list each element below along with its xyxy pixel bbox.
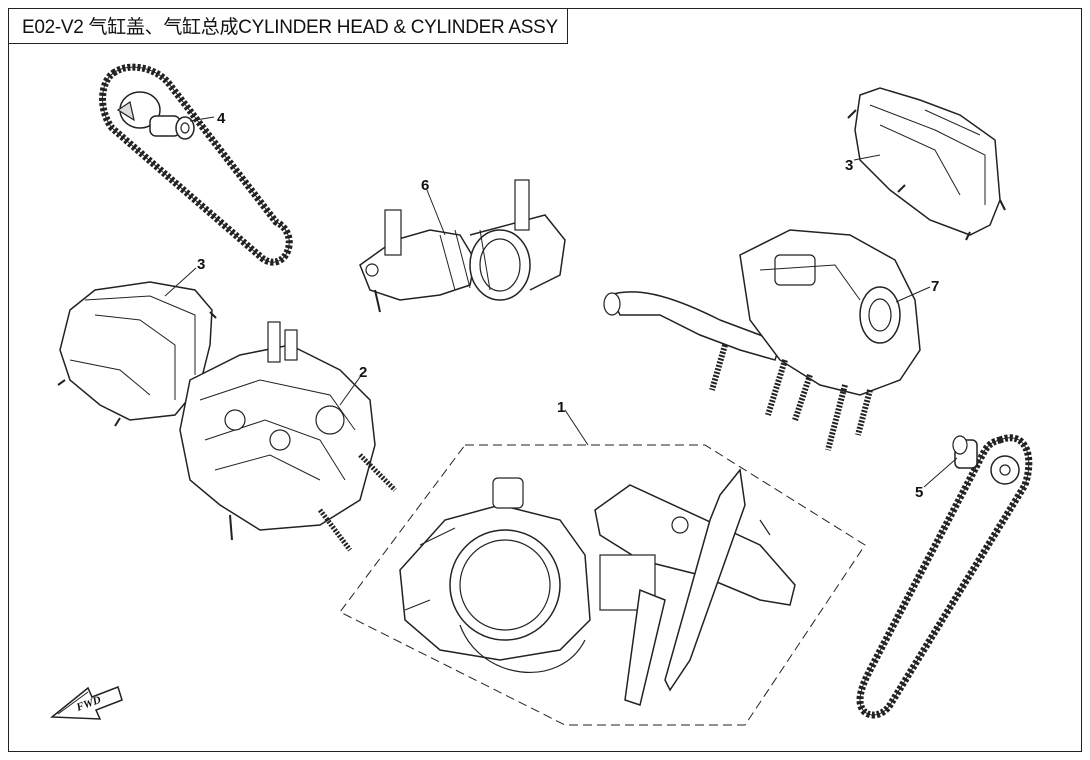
callout-6: 6 — [421, 177, 429, 194]
callout-1: 1 — [557, 399, 565, 416]
part-1-cylinder-block[interactable] — [399, 477, 591, 674]
leader-lines — [164, 116, 958, 488]
title-box: E02-V2 气缸盖、气缸总成CYLINDER HEAD & CYLINDER … — [8, 8, 568, 44]
callout-4: 4 — [217, 110, 226, 127]
drawing-frame — [8, 8, 1082, 752]
callout-3-left: 3 — [197, 256, 205, 273]
callout-5: 5 — [915, 484, 923, 501]
part-1-chain-guide[interactable] — [594, 468, 796, 706]
part-6-intake-manifold[interactable] — [359, 179, 566, 313]
callout-7: 7 — [931, 278, 939, 295]
callout-3-right: 3 — [845, 157, 853, 174]
part-1-group-outline — [339, 444, 866, 726]
part-4-cam-chain[interactable] — [99, 63, 293, 266]
fwd-arrow-icon: FWD — [49, 686, 123, 720]
part-3-valve-cover-right[interactable] — [847, 87, 1006, 241]
part-7-water-outlet[interactable] — [603, 229, 921, 451]
page-title: E02-V2 气缸盖、气缸总成CYLINDER HEAD & CYLINDER … — [22, 17, 558, 38]
callout-2: 2 — [359, 364, 367, 381]
part-5-timing-chain[interactable] — [856, 434, 1033, 719]
part-2-cylinder-head[interactable] — [179, 321, 397, 552]
